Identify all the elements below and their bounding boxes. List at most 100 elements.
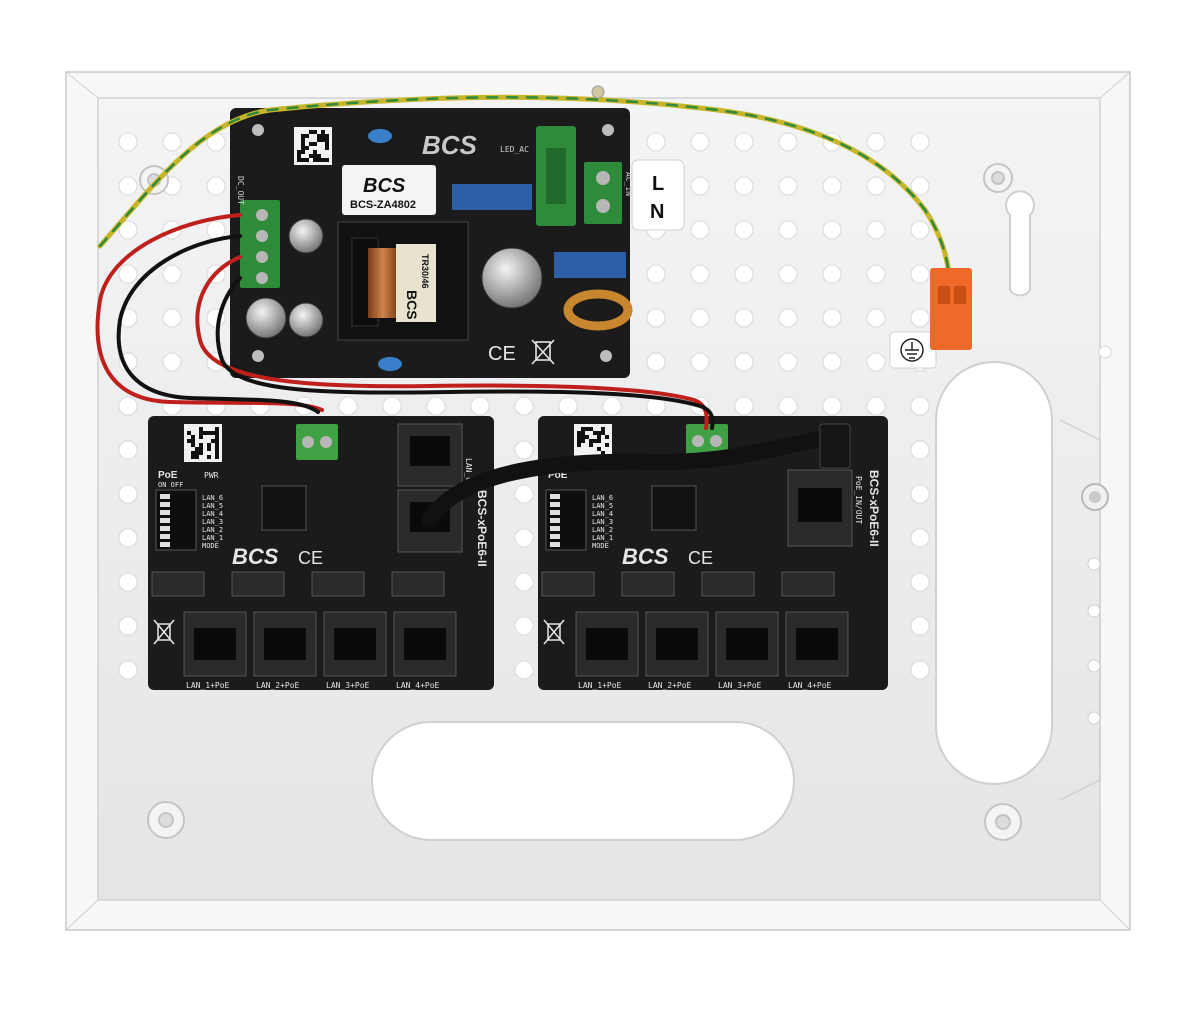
vent-hole [734,176,754,196]
lan-magnetics-module [541,571,595,597]
dc-out-terminal: DC_OUT [236,176,280,288]
cable-slot-right [935,361,1053,785]
vent-hole [646,308,666,328]
dip-label: LAN_1 [592,534,613,542]
vent-hole [118,484,138,504]
vent-hole [822,220,842,240]
port-label: LAN_3+PoE [718,681,762,690]
switch-left-lan-magnetics [151,571,445,597]
vent-hole [910,484,930,504]
vent-hole [778,264,798,284]
switch-right-poe-label: PoE [548,470,568,481]
vent-hole [910,528,930,548]
dc-wires [95,213,715,430]
vent-hole [910,440,930,460]
ground-terminal [930,268,972,350]
vent-hole [910,132,930,152]
vent-hole [778,396,798,416]
patch-cable [422,430,836,528]
vent-hole [690,132,710,152]
vent-hole [866,396,886,416]
vent-hole [514,572,534,592]
switch-right-model-label: BCS-xPoE6-II [867,470,881,547]
dip-label: LAN_3 [592,518,613,526]
lan-magnetics-module [231,571,285,597]
vent-hole [910,176,930,196]
vent-hole [118,220,138,240]
vent-hole [470,396,490,416]
vent-hole [338,396,358,416]
psu-sticker-brand: BCS [363,175,406,197]
vent-hole [690,176,710,196]
vent-hole [646,352,666,372]
dip-label: LAN_1 [202,534,223,542]
vent-hole [734,352,754,372]
vent-hole [866,220,886,240]
y-capacitor-top [368,129,392,143]
vent-hole [822,308,842,328]
cable-slot-bottom [371,721,795,841]
switch-board-left: PoE PWR ON OFF LAN_6LAN_5LAN_4LAN_3LAN_2… [148,416,494,690]
y-capacitor-bottom [378,357,402,371]
switch-right-power-terminal [686,424,728,458]
rj45-port [645,611,709,677]
switch-right-lan-magnetics [541,571,835,597]
ac-in-terminal: AC_IN [584,162,633,224]
psu-qr-code [294,127,332,165]
vent-hole [910,220,930,240]
rj45-port [715,611,779,677]
vent-hole [206,176,226,196]
ground-symbol-plate [889,331,937,369]
switch-right-controller-chip [651,485,697,531]
vent-hole [646,264,666,284]
vent-hole [866,308,886,328]
vent-hole [866,176,886,196]
port-label: LAN_1+PoE [186,681,230,690]
port-label: LAN_2+PoE [256,681,300,690]
port-label: LAN_2+PoE [648,681,692,690]
vent-hole [778,352,798,372]
port-label: LAN_4+PoE [396,681,440,690]
transformer-brand: BCS [404,290,420,320]
vent-hole [514,440,534,460]
film-capacitor [452,184,532,210]
dip-label: LAN_4 [202,510,223,518]
vent-hole [382,396,402,416]
vent-hole [118,572,138,592]
dc-out-label: DC_OUT [236,176,245,205]
vent-hole [778,132,798,152]
vent-hole [690,264,710,284]
port-label: LAN_3+PoE [326,681,370,690]
live-label: L [652,173,664,195]
dip-label: LAN_2 [592,526,613,534]
vent-hole [118,176,138,196]
vent-hole [558,396,578,416]
vent-hole [118,132,138,152]
rj45-port [323,611,387,677]
x-capacitor [554,252,626,278]
dip-label: LAN_3 [202,518,223,526]
vent-hole [162,352,182,372]
switch-left-power-terminal [296,424,338,460]
dip-label: LAN_5 [592,502,613,510]
vent-hole [910,308,930,328]
vent-hole [118,616,138,636]
vent-hole [822,264,842,284]
vent-hole [514,396,534,416]
switch-right-brand-logo: BCS [622,544,669,569]
vent-hole [514,616,534,636]
vent-hole [910,572,930,592]
vent-hole [866,352,886,372]
vent-hole [778,308,798,328]
vent-hole [646,132,666,152]
switch-right-inout-label: PoE_IN/OUT [854,476,863,524]
vent-hole [514,660,534,680]
vent-hole [118,396,138,416]
dip-label: MODE [202,542,219,550]
side-wall-holes [1081,345,1112,725]
psu-capacitors [245,218,543,339]
vent-hole [734,220,754,240]
switch-left-brand-logo: BCS [232,544,279,569]
